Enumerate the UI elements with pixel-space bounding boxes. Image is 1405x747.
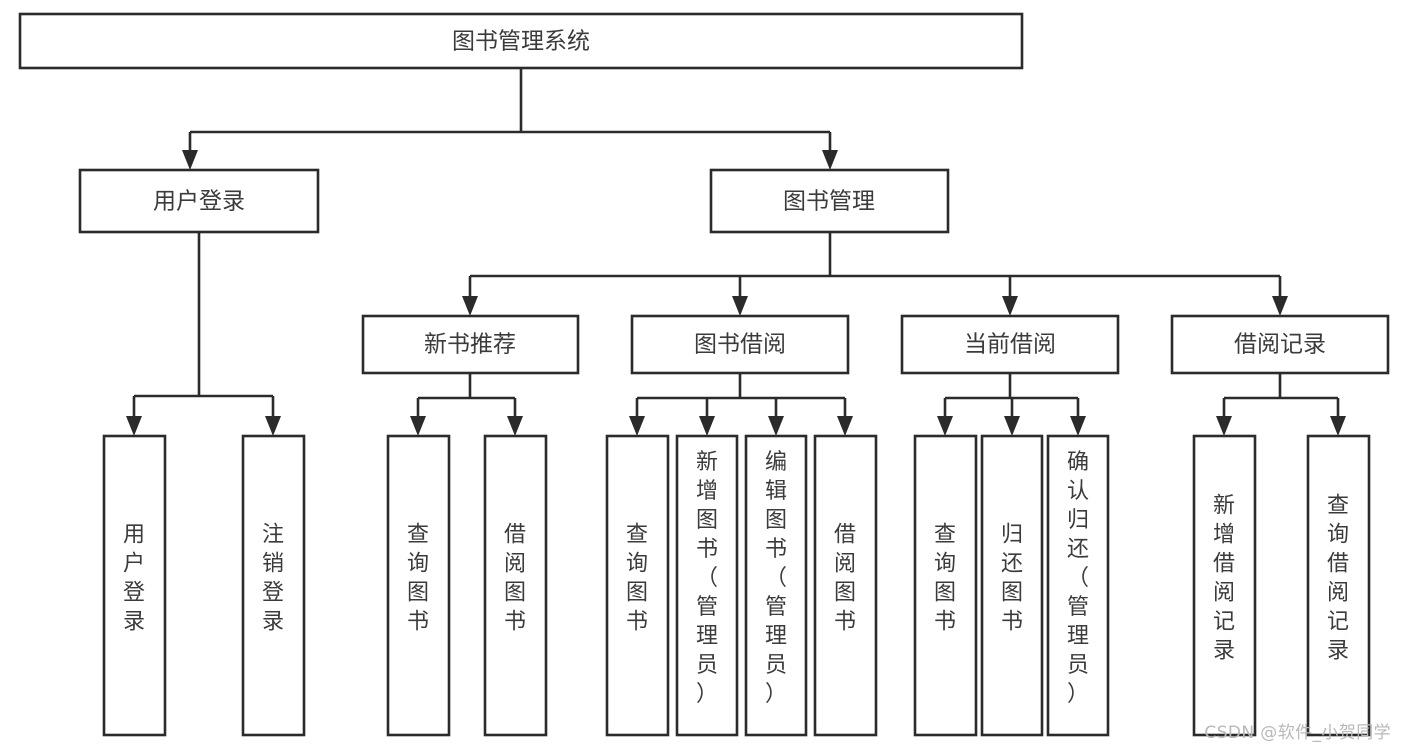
- node-bookmgmt-box[interactable]: [709, 168, 950, 234]
- node-current-label: 当前借阅: [964, 332, 1056, 358]
- node-borrow-1-box[interactable]: [605, 434, 670, 737]
- node-bookmgmt-label: 图书管理: [783, 189, 875, 215]
- edge-group-newbook: [410, 373, 523, 436]
- node-newbook-2-label: 借阅图书: [504, 523, 526, 635]
- node-login-1-label: 用户登录: [123, 523, 145, 635]
- node-current-3[interactable]: 确认归还（管理员）: [1046, 434, 1110, 737]
- node-borrow-label: 图书借阅: [694, 332, 786, 358]
- node-login-1-box[interactable]: [102, 434, 167, 737]
- node-records-2-label: 查询借阅记录: [1327, 494, 1349, 664]
- node-borrow-3[interactable]: 编辑图书（管理员）: [744, 434, 808, 737]
- arrow-newbook-to-2: [507, 416, 523, 436]
- arrow-bookmgmt-to-current: [1002, 296, 1018, 316]
- node-login-box[interactable]: [78, 168, 320, 234]
- node-login-1[interactable]: 用户登录: [102, 434, 167, 737]
- arrow-borrow-to-4: [837, 416, 853, 436]
- arrow-login-to-1: [126, 416, 142, 436]
- arrow-borrow-to-1: [629, 416, 645, 436]
- node-newbook-label: 新书推荐: [424, 332, 516, 358]
- node-records-box[interactable]: [1170, 314, 1390, 375]
- node-records-2-box[interactable]: [1306, 434, 1371, 737]
- edge-group-current: [937, 373, 1086, 436]
- csdn-watermark: CSDN @软件_小贺同学: [1204, 723, 1391, 743]
- node-root[interactable]: 图书管理系统: [18, 12, 1024, 70]
- node-current-1-label: 查询图书: [934, 523, 956, 635]
- node-root-label: 图书管理系统: [452, 29, 590, 55]
- arrow-newbook-to-1: [410, 416, 426, 436]
- node-newbook-box[interactable]: [361, 314, 580, 375]
- node-bookmgmt[interactable]: 图书管理: [709, 168, 950, 234]
- node-current[interactable]: 当前借阅: [900, 314, 1120, 375]
- node-borrow-2-label: 新增图书（管理员）: [696, 450, 718, 707]
- node-records-label: 借阅记录: [1234, 332, 1326, 358]
- node-current-3-label: 确认归还（管理员）: [1067, 450, 1089, 707]
- node-borrow-2-box[interactable]: [675, 434, 739, 737]
- node-borrow-4-label: 借阅图书: [834, 523, 856, 635]
- node-login-2-label: 注销登录: [262, 523, 284, 635]
- node-current-2-label: 归还图书: [1001, 523, 1023, 635]
- node-borrow-4-box[interactable]: [813, 434, 878, 737]
- arrow-borrow-to-3: [768, 416, 784, 436]
- node-records-1-box[interactable]: [1192, 434, 1257, 737]
- node-records-1[interactable]: 新增借阅记录: [1192, 434, 1257, 737]
- node-newbook[interactable]: 新书推荐: [361, 314, 580, 375]
- arrow-root-to-bookmgmt: [822, 150, 838, 170]
- arrow-bookmgmt-to-borrow: [732, 296, 748, 316]
- arrow-bookmgmt-to-newbook: [462, 296, 478, 316]
- node-current-3-box[interactable]: [1046, 434, 1110, 737]
- node-login-2-box[interactable]: [241, 434, 306, 737]
- node-borrow-3-box[interactable]: [744, 434, 808, 737]
- node-login-label: 用户登录: [153, 189, 245, 215]
- node-newbook-1-box[interactable]: [386, 434, 451, 737]
- node-borrow-4[interactable]: 借阅图书: [813, 434, 878, 737]
- arrow-root-to-login: [182, 150, 198, 170]
- arrow-records-to-1: [1216, 416, 1232, 436]
- node-current-1-box[interactable]: [913, 434, 978, 737]
- node-borrow-3-label: 编辑图书（管理员）: [765, 450, 787, 707]
- node-current-1[interactable]: 查询图书: [913, 434, 978, 737]
- node-root-box[interactable]: [18, 12, 1024, 70]
- node-records-1-label: 新增借阅记录: [1213, 494, 1235, 664]
- edge-group-login: [126, 232, 281, 436]
- node-current-box[interactable]: [900, 314, 1120, 375]
- node-newbook-2[interactable]: 借阅图书: [483, 434, 548, 737]
- arrow-borrow-to-2: [699, 416, 715, 436]
- edge-group-records: [1216, 373, 1346, 436]
- node-borrow[interactable]: 图书借阅: [630, 314, 850, 375]
- node-login-2[interactable]: 注销登录: [241, 434, 306, 737]
- node-records[interactable]: 借阅记录: [1170, 314, 1390, 375]
- node-newbook-1[interactable]: 查询图书: [386, 434, 451, 737]
- node-borrow-box[interactable]: [630, 314, 850, 375]
- node-newbook-2-box[interactable]: [483, 434, 548, 737]
- arrow-current-to-3: [1070, 416, 1086, 436]
- node-current-2[interactable]: 归还图书: [980, 434, 1044, 737]
- edge-group-bookmgmt: [462, 232, 1288, 316]
- arrow-login-to-2: [265, 416, 281, 436]
- node-login[interactable]: 用户登录: [78, 168, 320, 234]
- node-newbook-1-label: 查询图书: [407, 523, 429, 635]
- edge-group-borrow: [629, 373, 853, 436]
- node-borrow-2[interactable]: 新增图书（管理员）: [675, 434, 739, 737]
- node-borrow-1[interactable]: 查询图书: [605, 434, 670, 737]
- arrow-records-to-2: [1330, 416, 1346, 436]
- node-records-2[interactable]: 查询借阅记录: [1306, 434, 1371, 737]
- arrow-bookmgmt-to-records: [1272, 296, 1288, 316]
- arrow-current-to-1: [937, 416, 953, 436]
- node-current-2-box[interactable]: [980, 434, 1044, 737]
- node-borrow-1-label: 查询图书: [626, 523, 648, 635]
- arrow-current-to-2: [1004, 416, 1020, 436]
- edge-group-root: [182, 68, 838, 170]
